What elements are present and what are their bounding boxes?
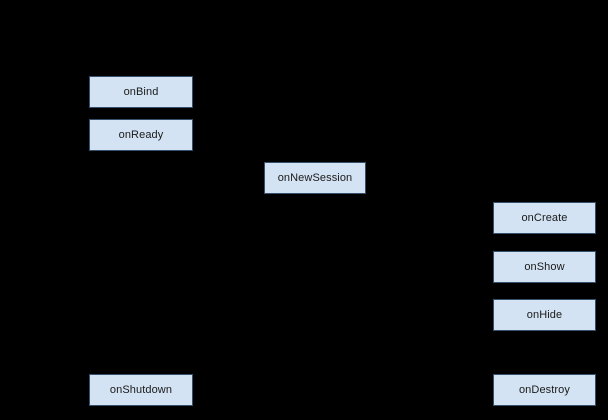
node-on-bind[interactable]: onBind	[89, 76, 193, 108]
node-on-hide[interactable]: onHide	[493, 299, 596, 331]
node-label: onReady	[118, 128, 164, 141]
node-on-new-session[interactable]: onNewSession	[264, 162, 366, 194]
node-label: onShow	[524, 260, 565, 273]
node-label: onShutdown	[109, 383, 173, 396]
node-on-destroy[interactable]: onDestroy	[493, 374, 596, 406]
node-on-shutdown[interactable]: onShutdown	[89, 374, 193, 406]
node-label: onBind	[123, 85, 159, 98]
node-label: onNewSession	[277, 171, 353, 184]
node-label: onDestroy	[518, 383, 571, 396]
node-label: onCreate	[521, 211, 568, 224]
node-label: onHide	[526, 308, 563, 321]
node-on-ready[interactable]: onReady	[89, 119, 193, 151]
node-on-show[interactable]: onShow	[493, 251, 596, 283]
node-on-create[interactable]: onCreate	[493, 202, 596, 234]
